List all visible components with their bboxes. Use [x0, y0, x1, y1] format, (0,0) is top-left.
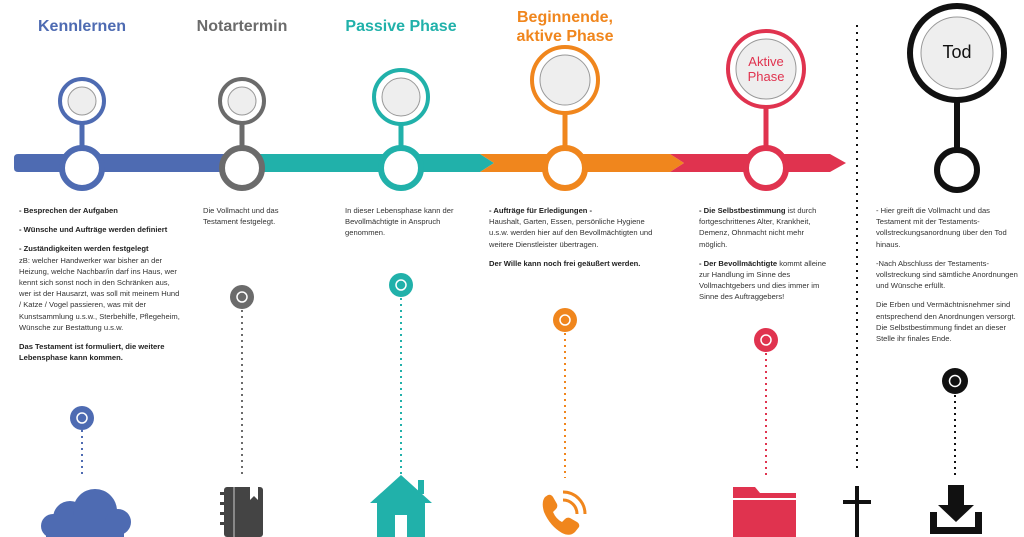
phase-title-beginnende: Beginnende, aktive Phase — [516, 9, 614, 45]
phase-marker-tod — [907, 3, 1007, 478]
text-block: Die Erben und Vermächtnisnehmer sind ent… — [876, 300, 1016, 344]
arrow-segment-teal — [243, 154, 494, 172]
phase-text-notartermin: Die Vollmacht und das Testament festgele… — [203, 205, 293, 235]
phase-text-aktive: - Die Selbstbestimmung ist durch fortges… — [699, 205, 827, 311]
phase-text-kennlernen: - Besprechen der Aufgaben - Wünsche und … — [19, 205, 181, 371]
notebook-icon — [220, 487, 263, 537]
phone-icon — [542, 490, 587, 535]
phase-marker-notartermin — [218, 77, 266, 478]
phase-title-aktive: Aktive Phase — [747, 54, 785, 84]
text-block: - Der Bevollmächtigte kommt alleine zur … — [699, 258, 827, 302]
text-block: Die Vollmacht und das Testament festgele… — [203, 206, 279, 227]
phase-title-notartermin: Notartermin — [196, 18, 288, 35]
download-icon — [930, 485, 982, 534]
phase-marker-kennlernen — [58, 77, 106, 478]
phase-text-beginnende: - Aufträge für Erledigungen -Haushalt, G… — [489, 205, 661, 277]
phase-marker-passive — [372, 68, 430, 478]
folder-icon — [733, 487, 796, 537]
phase-marker-aktive — [726, 29, 806, 478]
phase-title-passive: Passive Phase — [345, 18, 457, 35]
text-block: - Die Selbstbestimmung ist durch fortges… — [699, 206, 817, 249]
text-block: - Hier greift die Vollmacht und das Test… — [876, 206, 1007, 249]
text-block: -Nach Abschluss der Testaments-vollstrec… — [876, 258, 1018, 291]
text-block: Das Testament ist formuliert, die weiter… — [19, 342, 165, 363]
phase-text-passive: In dieser Lebensphase kann der Bevollmäc… — [345, 205, 457, 247]
text-block: - Aufträge für Erledigungen -Haushalt, G… — [489, 206, 653, 249]
phase-marker-beginnende — [530, 45, 600, 478]
text-block: Der Wille kann noch frei geäußert werden… — [489, 258, 641, 268]
home-icon — [370, 475, 432, 537]
timeline-arrow — [14, 154, 846, 172]
phase-title-tod: Tod — [942, 42, 972, 62]
text-block: - Wünsche und Aufträge werden definiert — [19, 225, 168, 235]
text-block: - Besprechen der Aufgaben — [19, 206, 118, 215]
phase-title-kennlernen: Kennlernen — [37, 18, 126, 35]
arrow-segment-blue — [14, 154, 230, 172]
cross-icon — [843, 486, 871, 537]
text-block: In dieser Lebensphase kann der Bevollmäc… — [345, 206, 454, 238]
cloud-icon — [41, 489, 131, 537]
phase-text-tod: - Hier greift die Vollmacht und das Test… — [876, 205, 1018, 352]
